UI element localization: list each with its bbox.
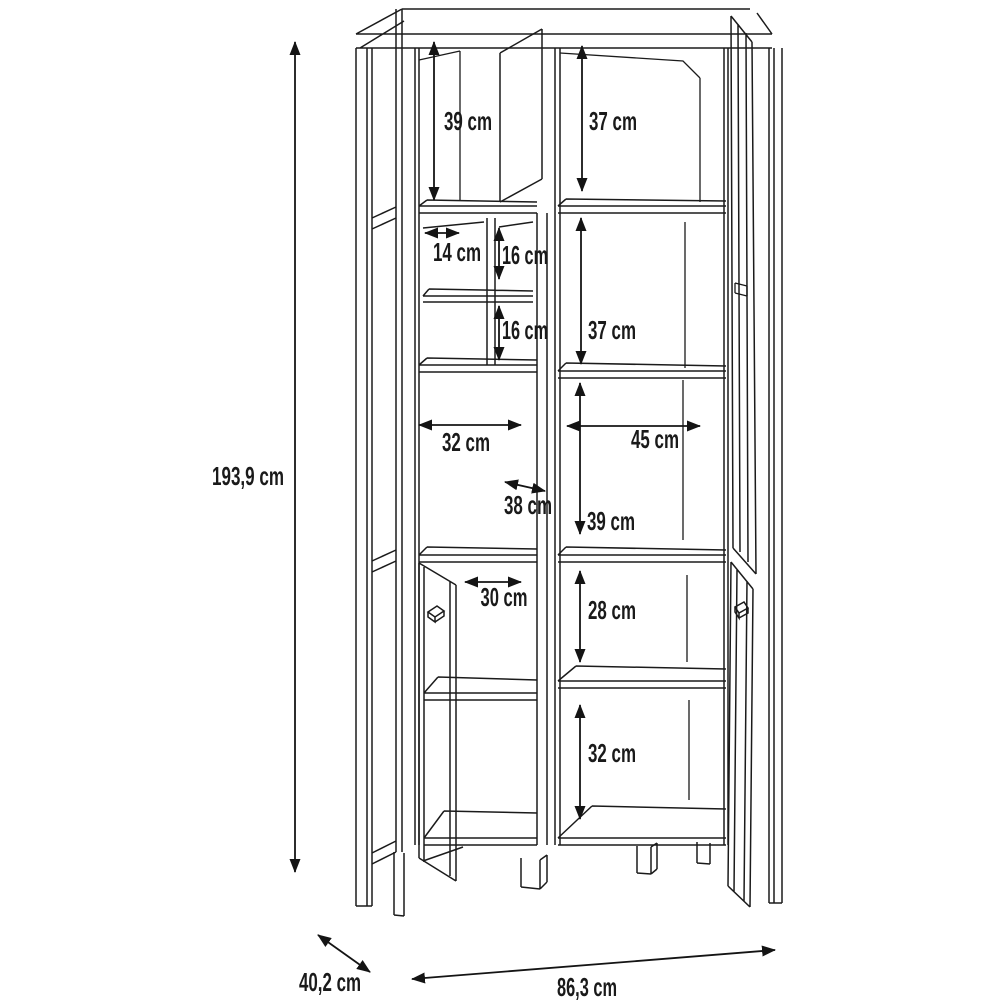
label-inner-depth: 38 cm xyxy=(504,490,552,520)
label-door-inner-width: 30 cm xyxy=(481,582,528,612)
door-handle-icon xyxy=(426,605,446,624)
label-right-inner-width: 45 cm xyxy=(631,424,679,454)
door-lower-left xyxy=(418,562,457,882)
cabinet-feet xyxy=(393,842,711,917)
door-handle-icon xyxy=(733,601,750,621)
glass-door-upper-right xyxy=(730,15,757,575)
label-overall-height: 193,9 cm xyxy=(212,461,284,491)
label-cubby-width: 14 cm xyxy=(433,237,481,267)
frame-side-rails xyxy=(371,206,397,865)
glass-door-panel xyxy=(730,15,757,575)
door-hinge-icon xyxy=(734,282,748,297)
door-lower-right-panel xyxy=(727,561,754,908)
label-cubby-lower-height: 16 cm xyxy=(502,315,548,345)
arrow-overall-width xyxy=(411,945,776,984)
label-right-mid-height: 37 cm xyxy=(588,315,636,345)
label-right-shelf-height: 39 cm xyxy=(587,506,635,536)
cabinet-outline xyxy=(355,8,783,917)
label-left-inner-width: 32 cm xyxy=(442,427,490,457)
carcass-back-corners xyxy=(418,50,701,800)
label-cubby-upper-height: 16 cm xyxy=(502,240,548,270)
dimension-labels: 39 cm 37 cm 14 cm 16 cm 16 cm 37 cm 32 c… xyxy=(212,106,679,1000)
frame-top-rail xyxy=(355,8,773,49)
door-lower-right xyxy=(727,561,754,908)
label-overall-depth: 40,2 cm xyxy=(299,967,361,997)
cubby-insert xyxy=(422,218,534,365)
label-right-bottom-height: 32 cm xyxy=(588,738,636,768)
shelves-left-column xyxy=(418,199,538,846)
shelves-right-column xyxy=(557,198,727,846)
arrow-inner-depth xyxy=(504,479,546,494)
frame-posts xyxy=(355,9,783,907)
label-right-top-height: 37 cm xyxy=(589,106,637,136)
door-lower-left-panel xyxy=(418,562,457,882)
label-left-top-height: 39 cm xyxy=(444,106,492,136)
arrow-overall-depth xyxy=(317,934,371,973)
carcass-walls xyxy=(414,28,729,845)
dimension-arrows xyxy=(289,41,776,984)
label-right-lower-height: 28 cm xyxy=(588,595,636,625)
label-overall-width: 86,3 cm xyxy=(557,972,617,1000)
